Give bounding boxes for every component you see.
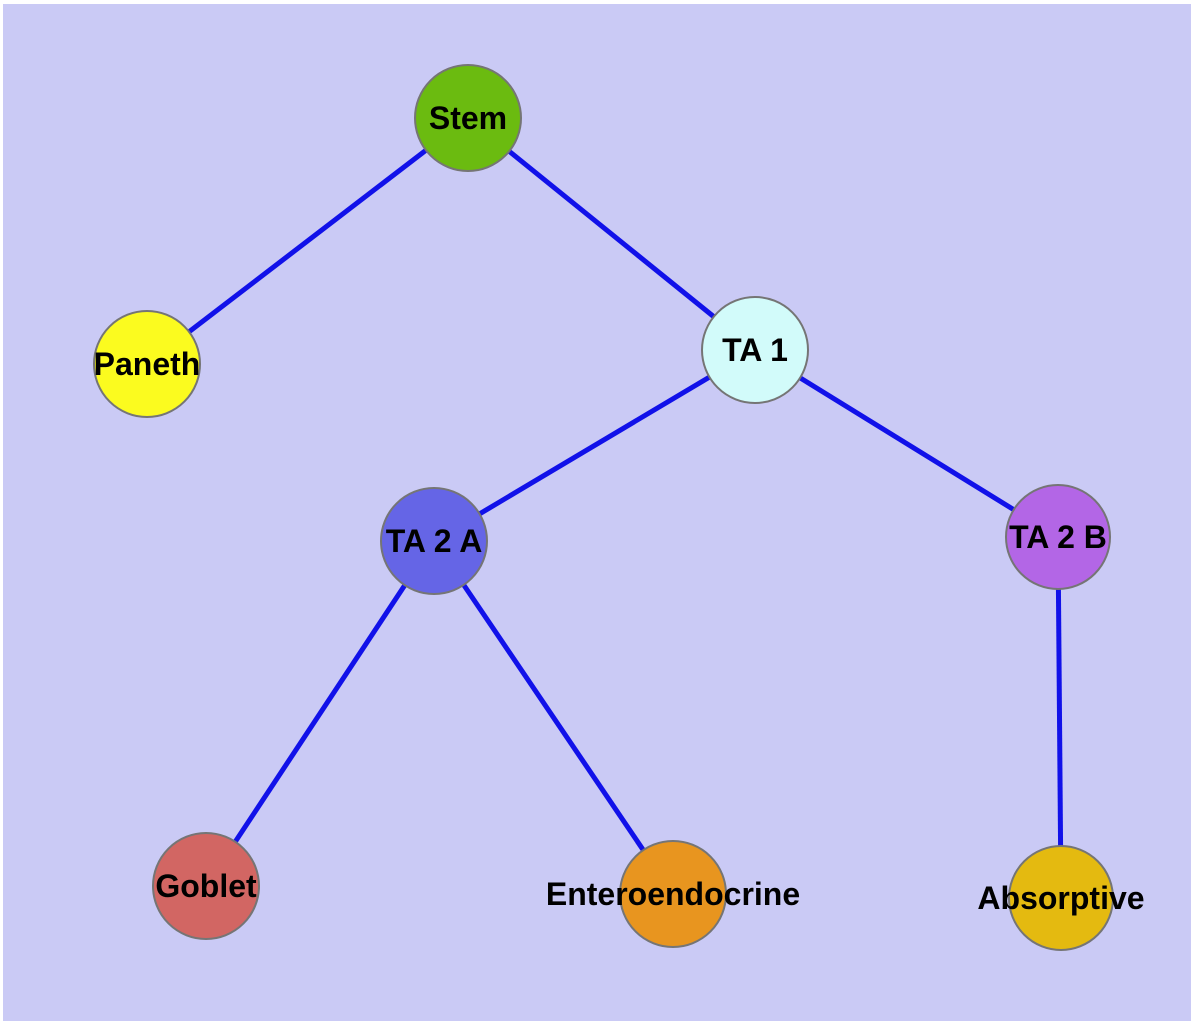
- node-label-ta2b: TA 2 B: [1009, 519, 1107, 555]
- edge-ta2b-absorptive: [1055, 536, 1064, 899]
- node-enteroendocrine: Enteroendocrine: [546, 840, 800, 948]
- node-label-ta2a: TA 2 A: [386, 523, 483, 559]
- node-circle-ta2a: [380, 487, 488, 595]
- edge-ta1-ta2a: [432, 347, 757, 544]
- node-stem: Stem: [414, 64, 522, 172]
- node-circle-goblet: [152, 832, 260, 940]
- node-label-stem: Stem: [429, 100, 507, 136]
- node-ta2b: TA 2 B: [1005, 484, 1111, 590]
- node-circle-stem: [414, 64, 522, 172]
- edge-ta1-ta2b: [753, 347, 1060, 540]
- node-label-ta1: TA 1: [722, 332, 788, 368]
- edge-stem-paneth: [145, 116, 470, 366]
- node-ta1: TA 1: [701, 296, 809, 404]
- edge-stem-ta1: [466, 116, 757, 352]
- edge-ta2a-goblet: [203, 539, 437, 888]
- node-circle-absorptive: [1008, 845, 1114, 951]
- node-paneth: Paneth: [93, 310, 201, 418]
- edge-ta2a-enteroendocrine: [431, 539, 676, 896]
- node-label-paneth: Paneth: [94, 346, 201, 382]
- node-circle-enteroendocrine: [619, 840, 727, 948]
- node-ta2a: TA 2 A: [380, 487, 488, 595]
- node-label-goblet: Goblet: [155, 868, 257, 904]
- node-goblet: Goblet: [152, 832, 260, 940]
- node-label-absorptive: Absorptive: [977, 880, 1144, 916]
- node-circle-ta2b: [1005, 484, 1111, 590]
- node-circle-ta1: [701, 296, 809, 404]
- node-absorptive: Absorptive: [977, 845, 1145, 951]
- node-circle-paneth: [93, 310, 201, 418]
- node-label-enteroendocrine: Enteroendocrine: [546, 876, 800, 912]
